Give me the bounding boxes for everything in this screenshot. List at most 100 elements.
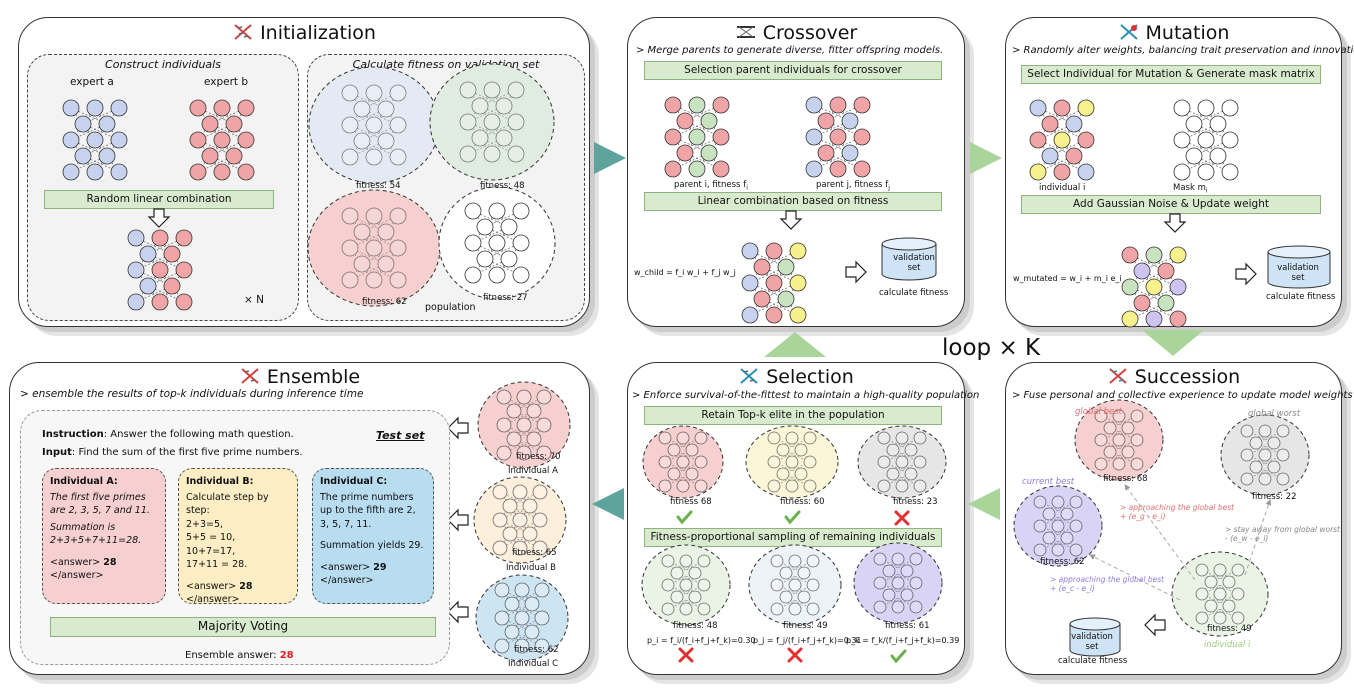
selection-sampling-bar: Fitness-proportional sampling of remaini… — [644, 528, 942, 547]
selection-retain-bar: Retain Top-k elite in the population — [644, 406, 942, 425]
dna-icon — [234, 24, 252, 40]
side-a-fitness: fitness: 70 — [516, 452, 561, 462]
mutation-dna-icon — [1119, 24, 1138, 40]
ensemble-title: Ensemble — [10, 366, 589, 388]
succession-title: Succession — [1006, 366, 1341, 388]
mutation-title: Mutation — [1006, 22, 1341, 44]
construct-individuals-panel: Construct individuals — [27, 54, 299, 321]
side-c-fitness: fitness: 62 — [514, 645, 559, 655]
sel-prob-2: p_j = f_j/(f_i+f_j+f_k)=0.31 — [753, 636, 862, 645]
selection-description: > Enforce survival-of-the-fittest to mai… — [632, 390, 980, 401]
card-b-answer: <answer> 28 </answer> — [186, 580, 253, 606]
crossover-title: Crossover — [628, 22, 964, 44]
current-fitness-label: fitness: 62 — [1040, 557, 1085, 567]
ensemble-description: > ensemble the results of top-k individu… — [20, 388, 364, 400]
individual-b-card: Individual B: Calculate step by step: 2+… — [178, 468, 298, 606]
init-to-crossover-arrow — [594, 142, 626, 174]
card-b-line: 10+7=17, — [186, 545, 236, 557]
selection-to-ensemble-arrow — [592, 488, 624, 520]
mutation-to-succession-arrow — [1142, 330, 1204, 356]
dna-crossover-icon — [736, 26, 755, 38]
mutation-noise-bar: Add Gaussian Noise & Update weight — [1021, 195, 1321, 214]
ensemble-dna-icon — [241, 368, 259, 384]
selection-dna-icon — [740, 368, 758, 384]
card-c-line: The prime numbers up to the fifth are 2,… — [320, 491, 416, 530]
child-formula: w_child = f_i w_i + f_j w_j — [634, 268, 736, 277]
expert-b-label: expert b — [204, 76, 249, 88]
mutation-validation-label: validation set — [1277, 263, 1319, 283]
parent-j-label: parent j, fitness fj — [816, 180, 890, 192]
fitness-48-label: fitness: 48 — [480, 181, 525, 191]
card-b-line: 17+11 = 28. — [186, 559, 248, 570]
mutation-description: > Randomly alter weights, balancing trai… — [1012, 45, 1354, 56]
loop-label: loop × K — [942, 335, 1041, 361]
fitness-54-label: fitness: 54 — [356, 181, 401, 191]
card-c-line: Summation yields 29. — [320, 540, 424, 551]
fitness-27-label: fitness: 27 — [483, 293, 528, 303]
card-a-line: Summation is 2+3+5+7+11=28. — [50, 521, 142, 547]
mask-label: Mask mi — [1173, 183, 1208, 195]
sel-prob-3: p_k = f_k/(f_i+f_j+f_k)=0.39 — [846, 636, 960, 645]
times-n-label: × N — [244, 294, 264, 306]
instruction-text: Instruction: Answer the following math q… — [42, 429, 294, 440]
individual-c-card: Individual C: The prime numbers up to th… — [312, 468, 434, 604]
selection-to-crossover-arrow — [764, 332, 826, 357]
approach-current-label: > approaching the global best+ (e_c - e_… — [1050, 575, 1165, 593]
initialization-title: Initialization — [19, 22, 589, 44]
individual-i-label: individual i — [1039, 183, 1086, 193]
succession-dna-icon — [1109, 368, 1127, 384]
ensemble-answer-value: 28 — [279, 650, 294, 661]
succession-validation-label: validation set — [1071, 632, 1113, 652]
card-c-answer: <answer> 29 </answer> — [320, 561, 387, 587]
approach-global-label: > approaching the global best+ (e_g - e_… — [1120, 503, 1235, 521]
sel-prob-1: p_i = f_i/(f_i+f_j+f_k)=0.30 — [647, 636, 756, 645]
mutated-formula: w_mutated = w_i + m_i e_i — [1013, 274, 1122, 283]
sel-top-fitness-3: fitness: 23 — [893, 497, 938, 507]
individual-a-card: Individual A: The first five primes are … — [42, 468, 166, 604]
population-label: population — [425, 302, 476, 313]
succession-description: > Fuse personal and collective experienc… — [1012, 390, 1353, 401]
selection-title: Selection — [628, 366, 964, 388]
ensemble-answer: Ensemble answer: 28 — [185, 650, 294, 661]
calc-fitness-panel: Calculate fitness on validation set — [307, 54, 585, 321]
crossover-linear-bar: Linear combination based on fitness — [644, 192, 942, 211]
crossover-to-mutation-arrow — [970, 142, 1002, 174]
best-fitness-label: fitness: 68 — [1103, 474, 1148, 484]
side-b-fitness: fitness: 65 — [512, 548, 557, 558]
test-set-label: Test set — [376, 429, 425, 442]
mutation-select-bar: Select Individual for Mutation & Generat… — [1021, 65, 1321, 84]
crossover-description: > Merge parents to generate diverse, fit… — [636, 45, 944, 56]
mutation-calc-fitness-label: calculate fitness — [1266, 292, 1336, 302]
sel-bot-fitness-1: fitness: 48 — [673, 621, 718, 631]
input-text: Input: Find the sum of the first five pr… — [42, 447, 303, 458]
card-a-line: The first five primes are 2, 3, 5, 7 and… — [50, 491, 150, 517]
individual-i-succession-label: individual i — [1204, 640, 1251, 650]
card-a-answer: <answer> 28 </answer> — [50, 556, 117, 582]
current-best-label: current best — [1022, 477, 1075, 487]
succession-calc-fitness-label: calculate fitness — [1058, 656, 1128, 666]
parent-i-label: parent i, fitness fi — [674, 180, 748, 192]
worst-fitness-label: fitness: 22 — [1252, 492, 1297, 502]
sel-bot-fitness-3: fitness: 61 — [885, 621, 930, 631]
expert-a-label: expert a — [70, 76, 114, 88]
crossover-select-bar: Selection parent individuals for crossov… — [644, 61, 942, 80]
stay-away-label: > stay away from global worst- (e_w - e_… — [1225, 525, 1340, 543]
side-c-name: Individual C — [508, 659, 559, 669]
crossover-calc-fitness-label: calculate fitness — [879, 288, 949, 298]
card-b-line: 5+5 = 10, — [186, 532, 236, 543]
crossover-validation-label: validation set — [893, 253, 935, 273]
calc-fitness-title: Calculate fitness on validation set — [352, 58, 540, 71]
fitness-62-label: fitness: 62 — [362, 297, 407, 307]
card-c-head: Individual C: — [320, 476, 388, 487]
construct-individuals-title: Construct individuals — [105, 58, 221, 71]
card-b-head: Individual B: — [186, 476, 254, 487]
sel-top-fitness-2: fitness: 60 — [780, 497, 825, 507]
succession-to-selection-arrow — [968, 488, 1000, 520]
global-worst-label: global worst — [1248, 409, 1301, 419]
side-a-name: Individual A — [508, 466, 558, 476]
sel-bot-fitness-2: fitness: 49 — [783, 621, 828, 631]
card-b-line: Calculate step by step: — [186, 491, 269, 517]
random-combination-bar: Random linear combination — [44, 190, 274, 209]
card-b-line: 2+3=5, — [186, 518, 224, 530]
card-a-head: Individual A: — [50, 476, 118, 487]
